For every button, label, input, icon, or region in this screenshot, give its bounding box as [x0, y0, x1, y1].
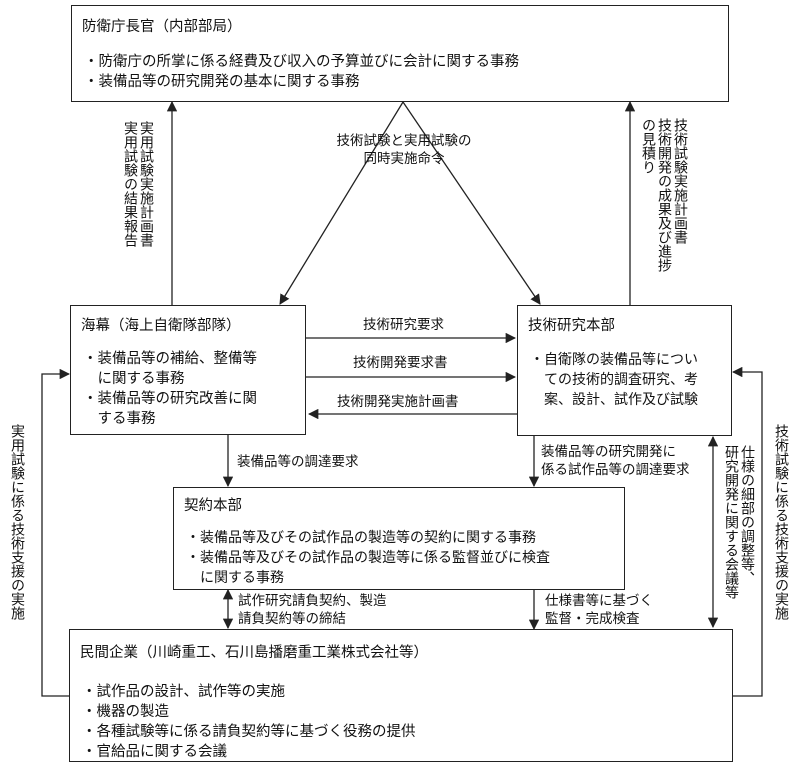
contract-hq-box: 契約本部 ・装備品等及びその試作品の製造等の契約に関する事務 ・装備品等及びその… [173, 487, 625, 590]
trdi-item: ・自衛隊の装備品等につい [530, 352, 698, 368]
director-item: ・装備品等の研究開発の基本に関する事務 [84, 74, 360, 90]
tech-test-support-label: 技術試験に係る技術支援の実施 [773, 424, 789, 620]
tech-research-request-label: 技術研究要求 [363, 317, 444, 333]
arrow-private-to-trdi [731, 366, 763, 697]
tech-test-plan-line: 技術試験実施計画書 [672, 118, 688, 244]
practical-test-support-label: 実用試験に係る技術支援の実施 [9, 424, 25, 620]
tech-dev-plan-doc-label: 技術開発実施計画書 [337, 394, 459, 410]
contract-item: に関する事務 [186, 570, 284, 586]
director-box: 防衛庁長官（内部部局） ・防衛庁の所掌に係る経費及び収入の予算並びに会計に関する… [71, 5, 729, 102]
private-item: ・官給品に関する会議 [82, 744, 227, 760]
arrow-private-to-maritime [41, 368, 71, 697]
trdi-box: 技術研究本部 ・自衛隊の装備品等につい ての技術的調査研究、考 案、設計、試作及… [517, 305, 732, 436]
tech-dev-progress-line: 技術開発の成果及び進捗 [656, 118, 672, 272]
practical-test-results-line: 実用試験の結果報告 [122, 121, 138, 247]
practical-test-plan-results-label: 実用試験実施計画書 実用試験の結果報告 [122, 121, 154, 247]
contract-conclusion-line: 請負契約等の締結 [238, 611, 346, 627]
private-item: ・各種試験等に係る請負契約等に基づく役務の提供 [82, 724, 416, 740]
trdi-item: ての技術的調査研究、考 [530, 372, 698, 388]
contract-title: 契約本部 [184, 498, 242, 514]
director-item: ・防衛庁の所掌に係る経費及び収入の予算並びに会計に関する事務 [84, 54, 519, 70]
simultaneous-order-line: 同時実施命令 [363, 151, 445, 167]
private-items: ・試作品の設計、試作等の実施 ・機器の製造 ・各種試験等に係る請負契約等に基づく… [82, 682, 416, 762]
maritime-item: ・装備品等の補給、整備等 [83, 351, 257, 367]
estimate-line: の見積り [640, 118, 656, 174]
simultaneous-order-line: 技術試験と実用試験の [336, 133, 472, 149]
trdi-item: 案、設計、試作及び試験 [530, 392, 698, 408]
trdi-title: 技術研究本部 [528, 318, 615, 334]
private-title: 民間企業（川崎重工、石川島播磨重工業株式会社等） [80, 645, 428, 661]
contract-conclusion-line: 試作研究請負契約、製造 [238, 593, 387, 609]
private-item: ・試作品の設計、試作等の実施 [82, 684, 285, 700]
simultaneous-order-label: 技術試験と実用試験の 同時実施命令 [324, 132, 484, 168]
prototype-procurement-line: 装備品等の研究開発に [541, 444, 676, 460]
contract-item: ・装備品等及びその試作品の製造等の契約に関する事務 [186, 530, 536, 546]
spec-adjustment-meeting-label: 仕様の細部の調整等、 研究開発に関する会議等 [723, 445, 755, 599]
practical-test-plan-line: 実用試験実施計画書 [138, 121, 154, 247]
private-item: ・機器の製造 [82, 704, 169, 720]
maritime-item: ・装備品等の研究改善に関 [83, 391, 257, 407]
maritime-items: ・装備品等の補給、整備等 に関する事務 ・装備品等の研究改善に関 する事務 [83, 349, 257, 429]
prototype-procurement-label: 装備品等の研究開発に 係る試作品等の調達要求 [541, 443, 690, 479]
private-companies-box: 民間企業（川崎重工、石川島播磨重工業株式会社等） ・試作品の設計、試作等の実施 … [69, 629, 733, 762]
maritime-staff-box: 海幕（海上自衛隊部隊） ・装備品等の補給、整備等 に関する事務 ・装備品等の研究… [70, 305, 306, 435]
arrow-director-to-maritime [279, 101, 404, 305]
contract-item: ・装備品等及びその試作品の製造等に係る監督並びに検査 [186, 550, 550, 566]
spec-adjustment-line: 仕様の細部の調整等、 [739, 445, 755, 585]
contract-conclusion-label: 試作研究請負契約、製造 請負契約等の締結 [238, 592, 387, 628]
maritime-item: に関する事務 [83, 371, 185, 387]
tech-test-plan-estimate-label: 技術試験実施計画書 技術開発の成果及び進捗 の見積り [640, 118, 688, 272]
rd-meeting-line: 研究開発に関する会議等 [723, 445, 739, 599]
maritime-item: する事務 [83, 411, 156, 427]
tech-dev-request-doc-label: 技術開発要求書 [353, 355, 448, 371]
supervision-inspection-line: 監督・完成検査 [545, 611, 640, 627]
arrow-director-to-trdi [402, 101, 541, 305]
director-title: 防衛庁長官（内部部局） [82, 19, 242, 35]
supervision-inspection-label: 仕様書等に基づく 監督・完成検査 [545, 592, 653, 628]
procurement-request-label: 装備品等の調達要求 [237, 454, 359, 470]
director-items: ・防衛庁の所掌に係る経費及び収入の予算並びに会計に関する事務 ・装備品等の研究開… [84, 52, 519, 92]
trdi-items: ・自衛隊の装備品等につい ての技術的調査研究、考 案、設計、試作及び試験 [530, 350, 698, 410]
supervision-inspection-line: 仕様書等に基づく [545, 593, 653, 609]
prototype-procurement-line: 係る試作品等の調達要求 [541, 462, 690, 478]
contract-items: ・装備品等及びその試作品の製造等の契約に関する事務 ・装備品等及びその試作品の製… [186, 528, 550, 588]
maritime-title: 海幕（海上自衛隊部隊） [81, 318, 241, 334]
